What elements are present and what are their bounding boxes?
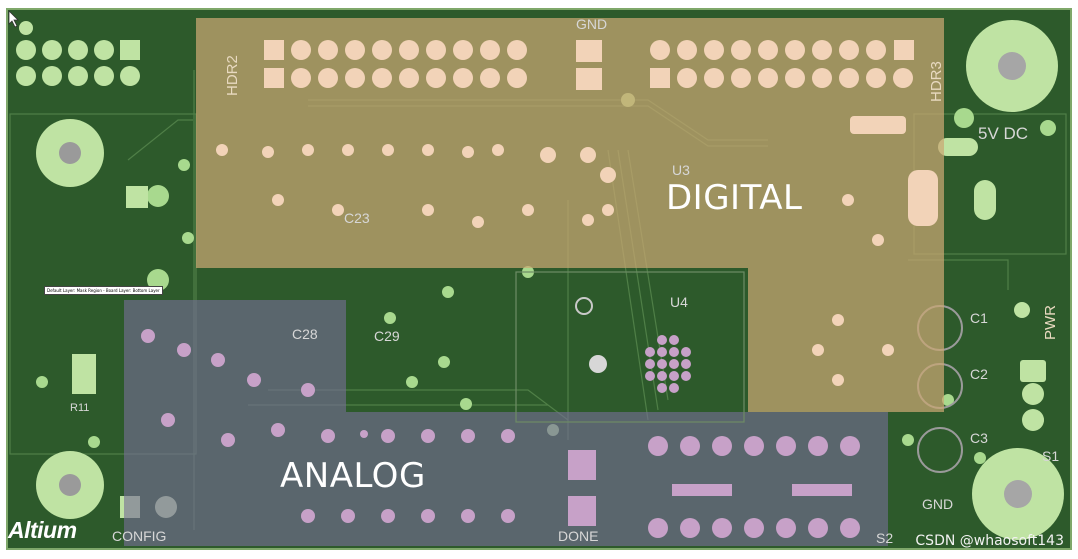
silk-gnd-bottom: GND xyxy=(922,496,954,512)
altium-logo: Altium xyxy=(8,517,77,543)
digital-region-arm xyxy=(748,268,944,412)
silk-hdr2: HDR2 xyxy=(224,55,241,96)
analog-region-label: ANALOG xyxy=(280,456,426,496)
digital-region-label: DIGITAL xyxy=(666,178,803,218)
silk-gnd-top: GND xyxy=(576,16,608,32)
silk-c28: C28 xyxy=(292,326,318,342)
layer-hint-tooltip: Default Layer: Mask Region - Board Layer… xyxy=(44,286,163,295)
watermark-text: CSDN @whaosoft143 xyxy=(915,533,1064,549)
mounting-holes xyxy=(36,20,1064,540)
silk-c23: C23 xyxy=(344,210,370,226)
analog-region-lower xyxy=(124,412,888,546)
silk-u3: U3 xyxy=(672,162,690,178)
silk-r11: R11 xyxy=(70,402,90,414)
silk-c1: C1 xyxy=(970,310,988,326)
silk-s2: S2 xyxy=(876,530,894,546)
silk-hdr3: HDR3 xyxy=(928,61,945,102)
silk-done: DONE xyxy=(558,528,599,544)
analog-region-upper xyxy=(124,300,346,412)
mouse-pointer-icon xyxy=(8,10,19,28)
silk-c2: C2 xyxy=(970,366,988,382)
silk-config: CONFIG xyxy=(112,528,167,544)
digital-region-top xyxy=(196,18,944,268)
silk-c29: C29 xyxy=(374,328,400,344)
silk-pwr: PWR xyxy=(1042,305,1059,340)
silk-u4: U4 xyxy=(670,294,688,310)
pcb-board[interactable]: DIGITAL ANALOG HDR2 HDR3 GND 5V DC U4 U3… xyxy=(6,8,1072,550)
silk-s1: S1 xyxy=(1042,448,1060,464)
silk-c3: C3 xyxy=(970,430,988,446)
silk-5v-dc: 5V DC xyxy=(978,124,1029,143)
